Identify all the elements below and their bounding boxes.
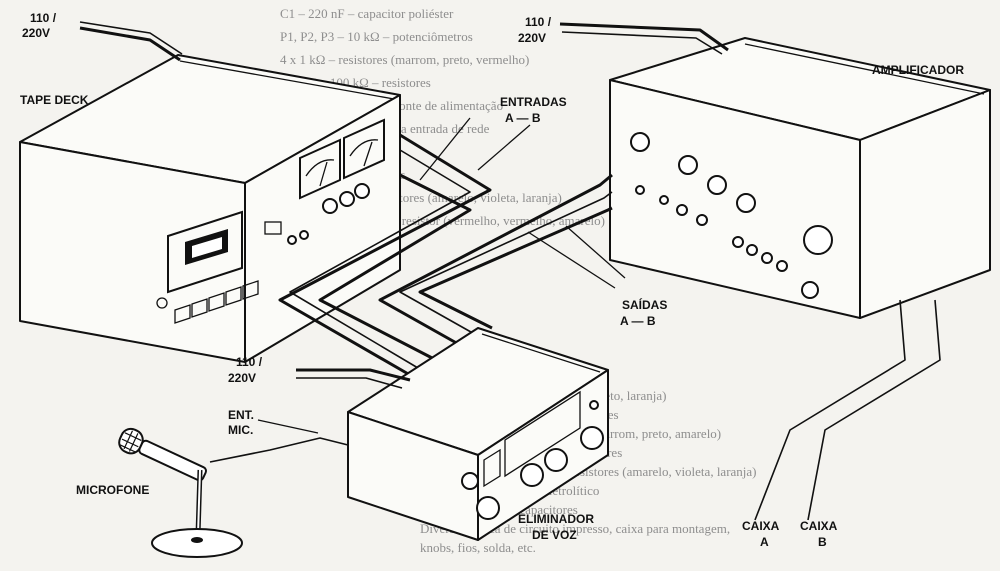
background-text-line: 4 x 1 kΩ – resistores (marrom, preto, ve… — [280, 52, 529, 67]
saidas-label: SAÍDAS A — B — [620, 297, 671, 328]
tape-deck-unit — [19, 21, 401, 363]
vu-meters — [299, 118, 385, 200]
microfone-label: MICROFONE — [76, 483, 149, 497]
amplifier-unit — [559, 22, 991, 319]
background-text-line: C1 – 220 nF – capacitor poliéster — [280, 6, 454, 21]
background-text-line: P1, P2, P3 – 10 kΩ – potenciômetros — [280, 29, 473, 44]
amplifier-mains-label: 110 / 220V — [518, 15, 554, 45]
signal-cables — [278, 117, 941, 521]
caixa-a-label: CAIXA A — [742, 519, 782, 549]
background-text-line: knobs, fios, solda, etc. — [420, 540, 536, 555]
caixa-b-label: CAIXA B — [800, 519, 840, 549]
transport-buttons — [174, 280, 259, 324]
microphone — [118, 419, 349, 558]
entradas-label: ENTRADAS A — B — [500, 95, 570, 125]
eliminator-mains-label: 110 / 220V — [228, 355, 265, 385]
amplifier-knobs — [630, 132, 833, 299]
tape-deck-label: TAPE DECK — [20, 93, 89, 107]
ent-mic-label: ENT. MIC. — [228, 408, 257, 437]
voice-eliminator-unit — [296, 327, 609, 541]
amplifier-label: AMPLIFICADOR — [872, 63, 964, 77]
eliminador-label: ELIMINADOR DE VOZ — [518, 512, 597, 542]
tape-deck-mains-label: 110 / 220V — [22, 11, 59, 40]
